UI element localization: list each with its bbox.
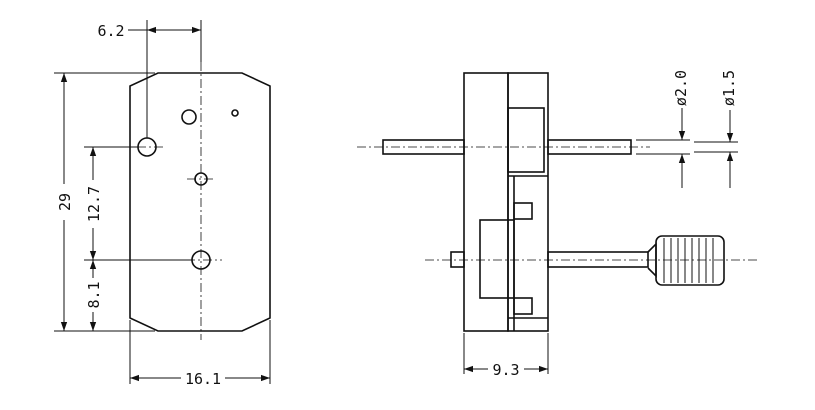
side-plate-left [463,72,509,332]
dim-width-label: 16.1 [185,370,221,388]
dim-hole-pitch: 12.7 [84,146,192,261]
dim-bottom-offset-label: 8.1 [85,281,103,308]
dim-hole-offset-label: 6.2 [97,22,124,40]
small-tab-upper [513,202,533,220]
upper-block [507,107,545,173]
dim-shaft-dia-large-label: ø2.0 [672,70,690,106]
lower-shaft-stub [450,251,465,268]
side-plate-right [507,72,549,332]
dim-shaft-dia-small: ø1.5 [694,70,738,188]
knob-body [655,235,725,286]
dim-height-label: 29 [56,193,74,211]
dim-depth-label: 9.3 [492,361,519,379]
knob-knurling [663,238,714,283]
dim-hole-offset: 6.2 [94,20,202,138]
front-view: 6.2 29 12.7 8.1 16.1 [54,20,271,388]
dim-depth: 9.3 [463,333,549,379]
hole-middle [194,172,208,186]
dim-shaft-dia-small-label: ø1.5 [720,70,738,106]
pin-small [231,109,239,117]
dim-bottom-offset: 8.1 [84,260,103,331]
dim-shaft-dia-large: ø2.0 [636,70,690,188]
lower-block [479,219,515,299]
small-tab-lower [513,297,533,315]
dim-height: 29 [54,72,155,332]
dim-width: 16.1 [129,320,271,388]
side-view: 9.3 ø2.0 ø1.5 [357,70,760,379]
dim-hole-pitch-label: 12.7 [85,186,103,222]
lower-shaft [547,251,649,268]
front-body-outline [129,72,271,332]
hole-top [181,109,197,125]
